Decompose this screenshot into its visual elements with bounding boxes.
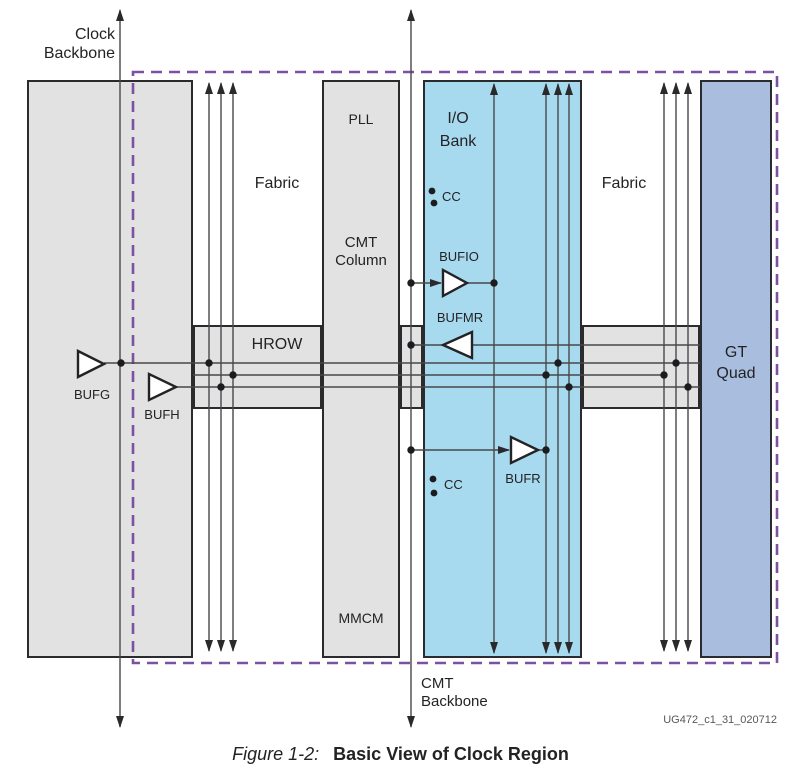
- junction-dot: [229, 371, 237, 379]
- cc-pin-dot: [430, 199, 438, 207]
- hrow-left-segment: [193, 325, 322, 409]
- fabric-right-label: Fabric: [601, 175, 647, 192]
- figure-number: Figure 1-2:: [232, 744, 320, 764]
- junction-dot: [217, 383, 225, 391]
- io-bank-line-main-up-arrow: [490, 83, 498, 95]
- bufio-label: BUFIO: [439, 249, 479, 264]
- fabric-left-line-2-down-arrow: [217, 640, 225, 652]
- junction-dot: [205, 359, 213, 367]
- cc-upper-label: CC: [442, 189, 461, 204]
- bufmr-triangle: [440, 330, 474, 360]
- junction-dot: [117, 359, 125, 367]
- cmt-column-block: [322, 80, 400, 658]
- doc-reference: UG472_c1_31_020712: [663, 714, 777, 726]
- junction-dot: [542, 446, 550, 454]
- junction-dot: [554, 359, 562, 367]
- fabric-left-label: Fabric: [254, 175, 300, 192]
- io-bank-line-3-down-arrow: [565, 642, 573, 654]
- fabric-left-line-2-up-arrow: [217, 82, 225, 94]
- clock-backbone-block: [27, 80, 193, 658]
- junction-dot: [542, 371, 550, 379]
- io-bank-line-main-down-arrow: [490, 642, 498, 654]
- gt-quad-block: [700, 80, 772, 658]
- cc-pin-dot: [429, 475, 437, 483]
- bufio-input-arrow: [430, 279, 442, 287]
- bufh-triangle: [147, 372, 179, 402]
- wiring-layer: [76, 9, 779, 728]
- fabric-right-line-2-up-arrow: [672, 82, 680, 94]
- figure-title: Basic View of Clock Region: [333, 744, 569, 764]
- cmt-backbone-line-down-arrow: [407, 716, 415, 728]
- io-bank-line-2-down-arrow: [554, 642, 562, 654]
- hrow-label: HROW: [251, 336, 303, 353]
- cc-pin-dot: [428, 187, 436, 195]
- bufr-input-arrow: [498, 446, 510, 454]
- figure-caption: Figure 1-2: Basic View of Clock Region: [0, 744, 801, 765]
- junction-dot: [490, 279, 498, 287]
- junction-dot: [407, 446, 415, 454]
- bufr-label: BUFR: [505, 471, 541, 486]
- bufmr-label: BUFMR: [436, 310, 484, 325]
- fabric-left-line-3-down-arrow: [229, 640, 237, 652]
- fabric-left-line-1-down-arrow: [205, 640, 213, 652]
- cc-lower-label: CC: [444, 477, 463, 492]
- fabric-right-line-3-down-arrow: [684, 640, 692, 652]
- io-bank-line-2-up-arrow: [554, 83, 562, 95]
- io-bank-line-1-down-arrow: [542, 642, 550, 654]
- fabric-left-line-3-up-arrow: [229, 82, 237, 94]
- mmcm-label: MMCM: [338, 610, 384, 626]
- bufg-triangle: [76, 349, 107, 379]
- bufr-triangle: [509, 435, 541, 465]
- cmt-backbone-line-up-arrow: [407, 9, 415, 21]
- junction-dot: [565, 383, 573, 391]
- io-bank-line-1-up-arrow: [542, 83, 550, 95]
- hrow-right-segment: [582, 325, 700, 409]
- io-bank-block: [423, 80, 582, 658]
- pll-label: PLL: [348, 111, 374, 127]
- junction-dot: [684, 383, 692, 391]
- cc-pin-dot: [430, 489, 438, 497]
- bufio-triangle: [441, 267, 470, 299]
- bufh-label: BUFH: [144, 407, 180, 422]
- fabric-right-line-3-up-arrow: [684, 82, 692, 94]
- clock-backbone-line-down-arrow: [116, 716, 124, 728]
- clock-backbone-line-up-arrow: [116, 9, 124, 21]
- clock-region-boundary: [131, 70, 779, 665]
- bufg-label: BUFG: [73, 387, 111, 402]
- fabric-left-line-1-up-arrow: [205, 82, 213, 94]
- io-bank-line-3-up-arrow: [565, 83, 573, 95]
- junction-dot: [407, 279, 415, 287]
- fabric-right-line-1-down-arrow: [660, 640, 668, 652]
- junction-dot: [672, 359, 680, 367]
- junction-dot: [660, 371, 668, 379]
- fabric-right-line-2-down-arrow: [672, 640, 680, 652]
- junction-dot: [407, 341, 415, 349]
- fabric-right-line-1-up-arrow: [660, 82, 668, 94]
